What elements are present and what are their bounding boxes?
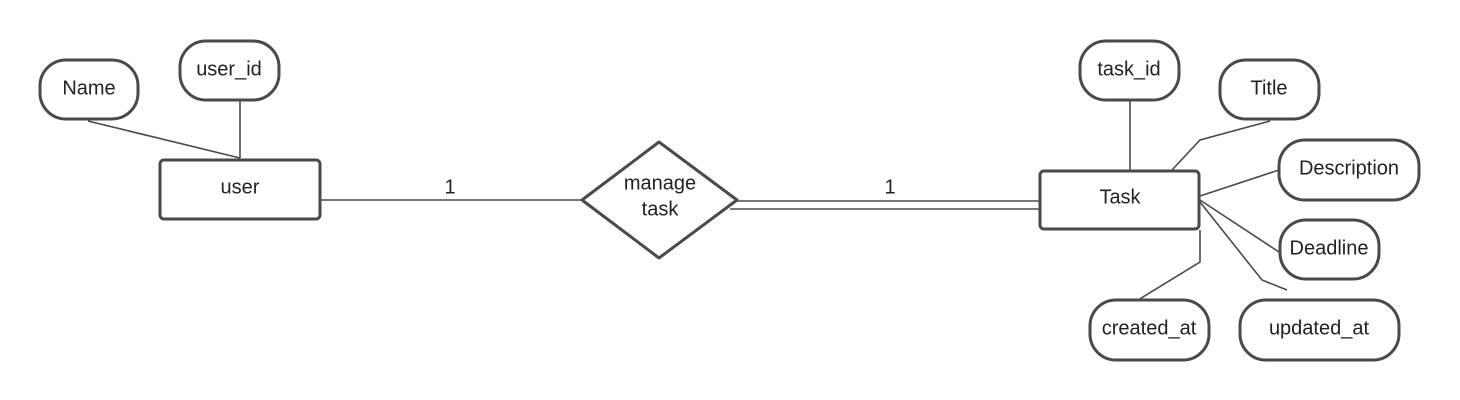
entity-user: user [158, 158, 322, 221]
attribute-updated-at-label: updated_at [1269, 317, 1370, 339]
attribute-title: Title [1218, 58, 1321, 121]
edge-createdat-task [1137, 230, 1201, 301]
cardinality-task: 1 [884, 176, 895, 198]
entity-user-label: user [221, 176, 260, 198]
relationship-label-line1: manage [624, 172, 696, 194]
edge-title-task [1171, 120, 1271, 171]
relationship-manage-task: manage task [580, 140, 739, 260]
attribute-description-label: Description [1299, 157, 1399, 179]
attribute-deadline: Deadline [1278, 218, 1381, 281]
attribute-user-id-label: user_id [196, 58, 262, 80]
entity-task-label: Task [1099, 186, 1141, 208]
edge-description-task [1199, 169, 1280, 197]
attribute-name-label: Name [62, 77, 115, 99]
attribute-name: Name [38, 58, 140, 121]
attribute-title-label: Title [1250, 77, 1287, 99]
cardinality-user: 1 [444, 176, 455, 198]
attribute-updated-at: updated_at [1238, 298, 1401, 362]
entity-task: Task [1038, 169, 1201, 231]
connectors [87, 101, 1288, 301]
attribute-created-at: created_at [1088, 298, 1211, 362]
attribute-deadline-label: Deadline [1290, 237, 1369, 259]
attribute-created-at-label: created_at [1102, 317, 1197, 339]
attribute-description: Description [1277, 138, 1421, 202]
attribute-user-id: user_id [178, 39, 281, 102]
edge-deadline-task [1199, 199, 1280, 253]
attribute-task-id-label: task_id [1097, 58, 1160, 80]
relationship-label-line2: task [642, 198, 680, 220]
edge-name-user [87, 120, 241, 159]
edge-updatedat-task [1199, 201, 1288, 291]
attribute-task-id: task_id [1078, 39, 1181, 102]
